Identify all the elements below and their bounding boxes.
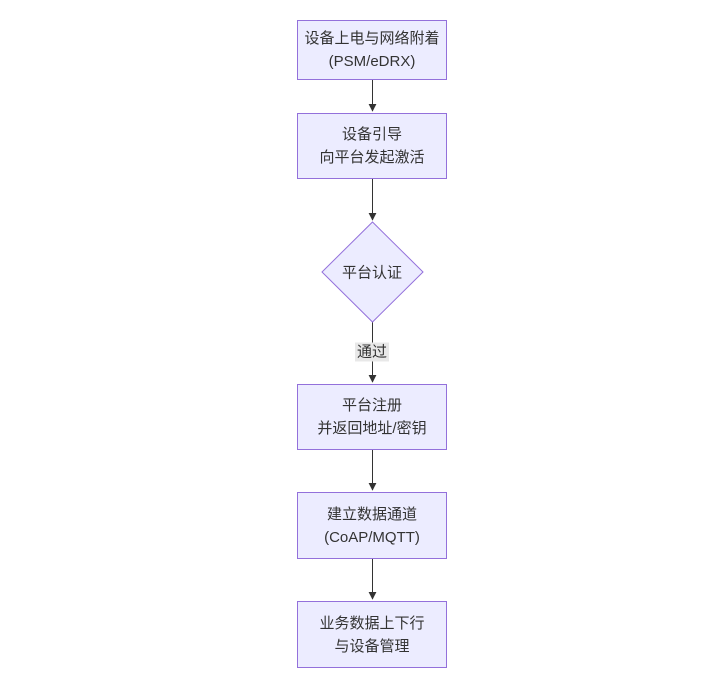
node-bootstrap: 设备引导 向平台发起激活 bbox=[297, 113, 447, 179]
node-data-channel: 建立数据通道 (CoAP/MQTT) bbox=[297, 492, 447, 559]
node-platform-auth-label: 平台认证 bbox=[341, 264, 403, 282]
node-power-attach-line1: 设备上电与网络附着 bbox=[304, 30, 440, 47]
edge-label-pass: 通过 bbox=[354, 342, 390, 362]
node-data-channel-line2: (CoAP/MQTT) bbox=[324, 528, 420, 546]
node-business: 业务数据上下行 与设备管理 bbox=[297, 601, 447, 668]
node-bootstrap-line2: 向平台发起激活 bbox=[319, 149, 425, 166]
node-register: 平台注册 并返回地址/密钥 bbox=[297, 384, 447, 450]
node-power-attach-line2: (PSM/eDRX) bbox=[328, 53, 416, 70]
decision-diamond-shape bbox=[321, 221, 424, 323]
node-register-line2: 并返回地址/密钥 bbox=[317, 420, 427, 437]
node-data-channel-line1: 建立数据通道 bbox=[326, 505, 417, 523]
node-business-line2: 与设备管理 bbox=[334, 637, 410, 655]
node-register-line1: 平台注册 bbox=[341, 397, 402, 414]
node-power-attach: 设备上电与网络附着 (PSM/eDRX) bbox=[297, 20, 447, 80]
node-bootstrap-line1: 设备引导 bbox=[341, 126, 402, 143]
node-business-line1: 业务数据上下行 bbox=[319, 614, 425, 632]
